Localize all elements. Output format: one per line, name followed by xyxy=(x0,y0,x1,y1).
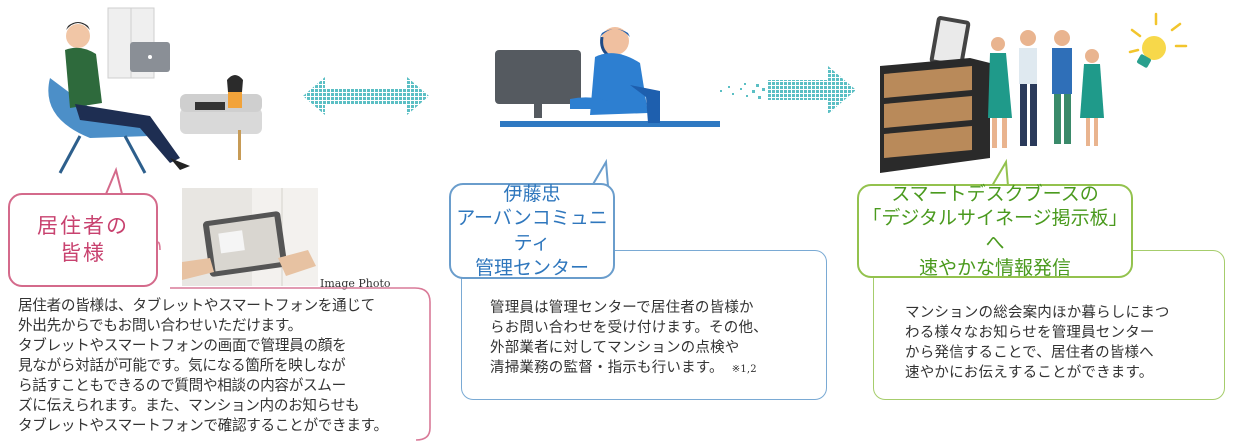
center-note: ※1,2 xyxy=(731,364,757,375)
image-caption: Image Photo xyxy=(320,277,391,290)
center-title: 伊藤忠 アーバンコミュニティ 管理センター xyxy=(456,182,608,279)
signage-title: スマートデスクブースの 「デジタルサイネージ掲示板」へ 速やかな情報発信 xyxy=(862,182,1128,279)
signage-bubble: スマートデスクブースの 「デジタルサイネージ掲示板」へ 速やかな情報発信 xyxy=(857,182,1133,279)
dotted-arrow-icon xyxy=(720,66,856,114)
lightbulb-icon xyxy=(1128,12,1188,68)
double-arrow-icon xyxy=(303,77,429,115)
center-bubble-tail xyxy=(591,158,609,187)
resident-bubble-tail xyxy=(105,166,123,195)
center-bubble: 伊藤忠 アーバンコミュニティ 管理センター xyxy=(449,183,615,279)
signage-bubble-tail xyxy=(991,158,1009,187)
tablet-photo xyxy=(182,188,318,286)
resident-bubble: 居住者の 皆様 xyxy=(8,193,158,287)
resident-laptop-illustration xyxy=(48,7,262,174)
center-description: 管理員は管理センターで居住者の皆様か らお問い合わせを受け付けます。その他、 外… xyxy=(490,298,810,380)
resident-description: 居住者の皆様は、タブレットやスマートフォンを通じて 外出先からでもお問い合わせい… xyxy=(18,297,388,434)
resident-frame xyxy=(157,241,431,441)
signage-desk-illustration xyxy=(880,16,1104,173)
center-frame xyxy=(461,250,827,400)
center-description-text: 管理員は管理センターで居住者の皆様か らお問い合わせを受け付けます。その他、 外… xyxy=(490,300,768,376)
resident-title: 居住者の 皆様 xyxy=(37,213,129,265)
operator-headset-illustration xyxy=(495,27,720,127)
signage-description: マンションの総会案内ほか暮らしにまつ わる様々なお知らせを管理員センター から発… xyxy=(905,305,1170,381)
